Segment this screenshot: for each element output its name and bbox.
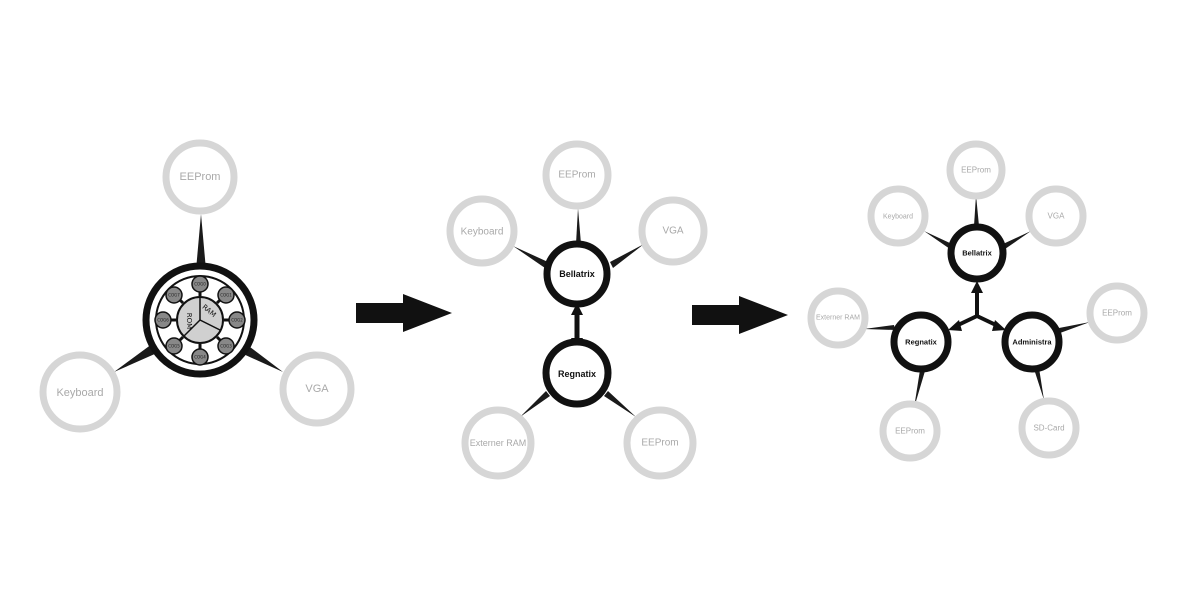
stage3-regnatix-label: Regnatix bbox=[905, 338, 938, 347]
stage2-spoke-eeprom-bottom bbox=[604, 391, 636, 417]
stage2-regnatix-label: Regnatix bbox=[558, 369, 596, 379]
stage3-eeprom-top-label: EEProm bbox=[961, 166, 991, 175]
svg-text:COG2: COG2 bbox=[231, 318, 243, 323]
stage2-spoke-external-ram bbox=[520, 391, 550, 417]
svg-text:COG3: COG3 bbox=[220, 344, 232, 349]
stage3-eeprom-top-node: EEProm bbox=[946, 140, 1006, 200]
stage3-vga-label: VGA bbox=[1048, 212, 1066, 221]
stage3-administra-node: Administra bbox=[1001, 311, 1063, 373]
svg-text:COG7: COG7 bbox=[168, 293, 180, 298]
stage2-spoke-keyboard bbox=[513, 246, 548, 268]
stage1-spoke-eeprom bbox=[196, 214, 206, 270]
stage3-keyboard-node: Keyboard bbox=[867, 185, 929, 247]
stage1-vga-label: VGA bbox=[305, 383, 329, 395]
stage1-cog-1: COG1 bbox=[217, 286, 235, 304]
stage3-group: EEProm Keyboard VGA Externer RAM EEProm … bbox=[807, 140, 1148, 462]
stage2-spoke-vga bbox=[610, 244, 644, 268]
stage2-bellatrix-node: Bellatrix bbox=[543, 240, 611, 308]
stage2-vga-label: VGA bbox=[662, 226, 683, 237]
stage2-vga-node: VGA bbox=[638, 196, 708, 266]
stage3-sd-card-node: SD-Card bbox=[1018, 397, 1080, 459]
stage1-cog-5: COG5 bbox=[165, 337, 183, 355]
stage1-keyboard-label: Keyboard bbox=[56, 387, 103, 399]
stage3-vga-node: VGA bbox=[1025, 185, 1087, 247]
svg-text:COG4: COG4 bbox=[194, 355, 206, 360]
stage3-eeprom-left-label: EEProm bbox=[895, 427, 925, 436]
svg-text:COG0: COG0 bbox=[194, 282, 206, 287]
stage1-vga-node: VGA bbox=[279, 351, 355, 427]
stage1-spoke-vga bbox=[241, 344, 283, 372]
stage1-keyboard-node: Keyboard bbox=[39, 351, 121, 433]
stage1-cog-6: COG6 bbox=[154, 311, 172, 329]
stage3-spoke-vga bbox=[1003, 231, 1031, 249]
stage2-regnatix-node: Regnatix bbox=[542, 338, 612, 408]
stage3-link-arrows bbox=[948, 281, 1006, 331]
stage3-bellatrix-label: Bellatrix bbox=[962, 249, 992, 258]
stage3-spoke-eeprom-right bbox=[1059, 322, 1090, 333]
stage3-sd-card-label: SD-Card bbox=[1033, 424, 1064, 433]
stage2-keyboard-node: Keyboard bbox=[446, 195, 518, 267]
stage3-spoke-eeprom-left bbox=[914, 370, 925, 408]
stage2-eeprom-top-node: EEProm bbox=[542, 140, 612, 210]
stage2-external-ram-node: Externer RAM bbox=[461, 406, 535, 480]
stage1-cog-3: COG3 bbox=[217, 337, 235, 355]
stage2-spoke-eeprom bbox=[576, 208, 581, 244]
stage3-eeprom-right-node: EEProm bbox=[1086, 282, 1148, 344]
stage1-rom-label: ROM bbox=[185, 313, 193, 329]
stage3-bellatrix-node: Bellatrix bbox=[947, 223, 1007, 283]
stage1-cog-4: COG4 bbox=[191, 348, 209, 366]
stage2-eeprom-bottom-node: EEProm bbox=[623, 406, 697, 480]
svg-text:COG5: COG5 bbox=[168, 344, 180, 349]
stage1-spoke-keyboard bbox=[114, 344, 157, 372]
stage3-spoke-sd-card bbox=[1034, 368, 1044, 400]
transition-arrow-2 bbox=[692, 296, 788, 334]
stage3-regnatix-node: Regnatix bbox=[890, 311, 952, 373]
stage3-spoke-eeprom-top bbox=[974, 195, 979, 226]
stage1-group: EEProm Keyboard VGA bbox=[39, 139, 355, 433]
stage1-cog-7: COG7 bbox=[165, 286, 183, 304]
svg-text:COG6: COG6 bbox=[157, 318, 169, 323]
stage1-eeprom-label: EEProm bbox=[180, 171, 221, 183]
stage1-propeller-chip: RAM ROM COG0 COG1 COG2 COG3 COG4 COG5 CO… bbox=[142, 262, 258, 378]
stage3-eeprom-left-node: EEProm bbox=[879, 400, 941, 462]
stage3-eeprom-right-label: EEProm bbox=[1102, 309, 1132, 318]
stage1-cog-0: COG0 bbox=[191, 275, 209, 293]
svg-text:COG1: COG1 bbox=[220, 293, 232, 298]
stage2-group: EEProm Keyboard VGA Externer RAM EEProm … bbox=[446, 140, 708, 480]
stage2-eeprom-top-label: EEProm bbox=[558, 170, 595, 181]
stage3-keyboard-label: Keyboard bbox=[883, 214, 913, 221]
stage2-external-ram-label: Externer RAM bbox=[470, 438, 527, 448]
stage2-eeprom-bottom-label: EEProm bbox=[641, 438, 678, 449]
stage3-external-ram-node: Externer RAM bbox=[807, 287, 869, 349]
stage3-external-ram-label: Externer RAM bbox=[816, 315, 860, 322]
stage1-eeprom-node: EEProm bbox=[162, 139, 238, 215]
transition-arrow-1 bbox=[356, 294, 452, 332]
stage2-keyboard-label: Keyboard bbox=[461, 227, 504, 238]
stage2-bellatrix-label: Bellatrix bbox=[559, 269, 595, 279]
stage3-spoke-external-ram bbox=[864, 325, 895, 330]
stage1-cog-2: COG2 bbox=[228, 311, 246, 329]
stage3-spoke-keyboard bbox=[924, 231, 952, 249]
stage3-administra-label: Administra bbox=[1012, 338, 1052, 347]
